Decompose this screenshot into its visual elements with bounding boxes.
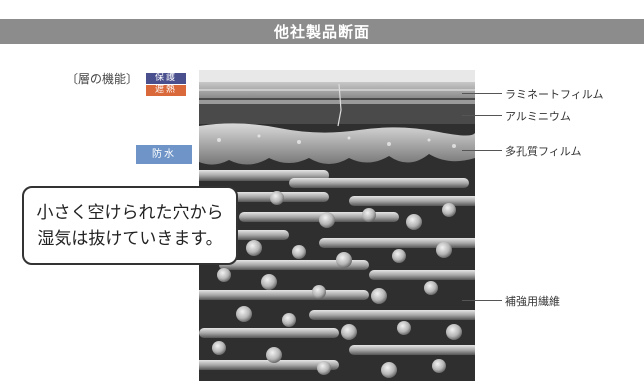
reinforcement-fiber-label: 補強用繊維 <box>505 295 560 308</box>
aluminium-label: アルミニウム <box>505 110 571 123</box>
porous-film-layer <box>199 123 475 165</box>
page-title: 他社製品断面 <box>0 19 644 44</box>
reinforcement-fiber-leader <box>462 300 502 301</box>
porous-film-leader <box>462 150 502 151</box>
aluminium-leader <box>462 115 502 116</box>
laminate-film-label: ラミネートフィルム <box>505 88 604 101</box>
laminate-film-leader <box>462 93 502 94</box>
reinforcement-fibers <box>199 170 475 378</box>
moisture-callout: 小さく空けられた穴から 湿気は抜けていきます。 <box>22 186 238 265</box>
protect-tag: 保護 <box>146 73 186 84</box>
waterproof-tag: 防水 <box>136 145 192 164</box>
porous-film-label: 多孔質フィルム <box>505 145 582 158</box>
cross-section-micrograph <box>199 70 475 381</box>
callout-line-2: 湿気は抜けていきます。 <box>37 228 223 249</box>
callout-line-1: 小さく空けられた穴から <box>36 202 224 223</box>
layer-function-heading: 〔層の機能〕 <box>66 72 139 86</box>
heat-shield-tag: 遮熱 <box>146 85 186 96</box>
